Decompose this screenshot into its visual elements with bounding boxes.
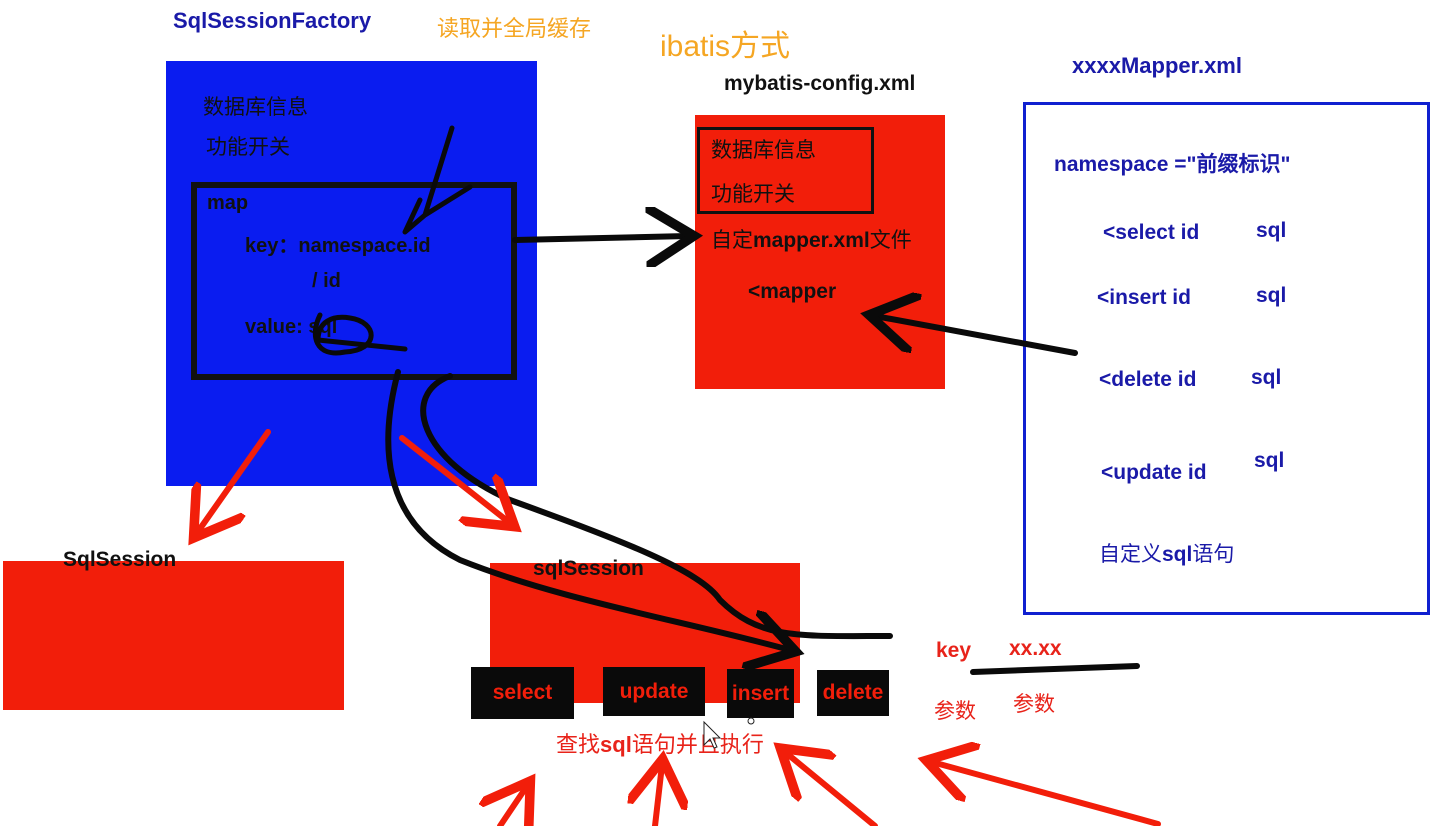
map-to-insert-curve-inner: [420, 373, 893, 640]
map-label: map: [207, 192, 249, 214]
config-settings-box: [697, 127, 874, 214]
sqlsession-left-title: SqlSession: [63, 548, 177, 571]
config-feature-switch: 功能开关: [711, 182, 795, 206]
mapper-row-select-tag: <select id: [1103, 221, 1200, 244]
custom-sql-suffix: 语句: [1192, 542, 1235, 566]
factory-to-sqlsession-mid-arrow: [399, 435, 510, 523]
mapper-custom-sql: 自定义sql语句: [1099, 538, 1234, 568]
factory-to-sqlsession-left-arrow: [197, 429, 271, 533]
config-mapper-tag: <mapper: [748, 280, 837, 303]
delete-button[interactable]: delete: [817, 670, 889, 716]
param-value: 参数: [1013, 692, 1055, 716]
mapper-namespace: namespace ="前缀标识": [1054, 148, 1290, 178]
find-and-execute-label: 查找sql语句并且执行: [556, 727, 764, 759]
config-title: mybatis-config.xml: [724, 72, 916, 95]
sqlsession-left-box: [3, 561, 344, 710]
map-to-insert-curve-outer: [385, 369, 790, 650]
mapper-row-insert-sql: sql: [1256, 284, 1287, 307]
mapper-xml-box: [1023, 102, 1430, 615]
map-id-label: / id: [312, 270, 341, 292]
find-exec-prefix: 查找: [556, 733, 601, 758]
param-label: 参数: [934, 699, 976, 723]
namespace-suffix: ": [1280, 153, 1291, 176]
bottom-arrow-4: [932, 762, 1161, 826]
ibatis-note: ibatis方式: [660, 30, 791, 63]
mapper-row-update-tag: <update id: [1101, 461, 1207, 484]
mapper-xml-title: xxxxMapper.xml: [1072, 53, 1242, 78]
config-db-info: 数据库信息: [711, 138, 816, 162]
factory-note: 读取并全局缓存: [437, 16, 592, 41]
bottom-arrow-2: [655, 765, 662, 826]
config-custom-mapper-mid: mapper.xml: [753, 229, 870, 252]
mapper-row-delete-sql: sql: [1251, 366, 1282, 389]
map-to-config-arrow: [512, 236, 688, 240]
custom-sql-mid: sql: [1162, 543, 1193, 566]
cursor-dot-icon: [747, 717, 755, 725]
sqlsessionfactory-box: [166, 61, 537, 486]
map-box: [191, 182, 517, 380]
sqlsession-mid-title: sqlSession: [533, 557, 644, 580]
custom-sql-prefix: 自定义: [1099, 542, 1162, 566]
factory-title: SqlSessionFactory: [173, 8, 372, 33]
param-key-label: key: [936, 639, 972, 662]
mapperxml-to-mapper-arrow: [875, 316, 1078, 356]
mouse-cursor-icon: [703, 720, 722, 749]
scribble-sql-circle: [312, 312, 408, 356]
factory-feature-switch: 功能开关: [206, 135, 290, 159]
bottom-arrow-3: [785, 752, 878, 826]
map-key-label: key：namespace.id: [245, 235, 431, 257]
key-underline: [970, 663, 1140, 675]
bottom-arrow-1: [500, 786, 527, 826]
factory-db-info: 数据库信息: [203, 95, 308, 119]
namespace-prefix: namespace =": [1054, 153, 1197, 176]
config-custom-mapper-suffix: 文件: [869, 228, 912, 252]
mapper-row-update-sql: sql: [1254, 449, 1285, 472]
mapper-row-select-sql: sql: [1256, 219, 1287, 242]
update-button[interactable]: update: [603, 667, 705, 716]
config-custom-mapper: 自定mapper.xml文件: [711, 224, 912, 254]
select-button[interactable]: select: [471, 667, 574, 719]
namespace-cn: 前缀标识: [1196, 151, 1281, 176]
scribble-check: [402, 125, 473, 235]
param-key-value: xx.xx: [1009, 637, 1062, 660]
config-custom-mapper-prefix: 自定: [711, 228, 753, 252]
mapper-row-delete-tag: <delete id: [1099, 368, 1197, 391]
find-exec-mid: sql: [600, 732, 632, 757]
insert-button[interactable]: insert: [727, 669, 794, 718]
mapper-row-insert-tag: <insert id: [1097, 286, 1191, 309]
